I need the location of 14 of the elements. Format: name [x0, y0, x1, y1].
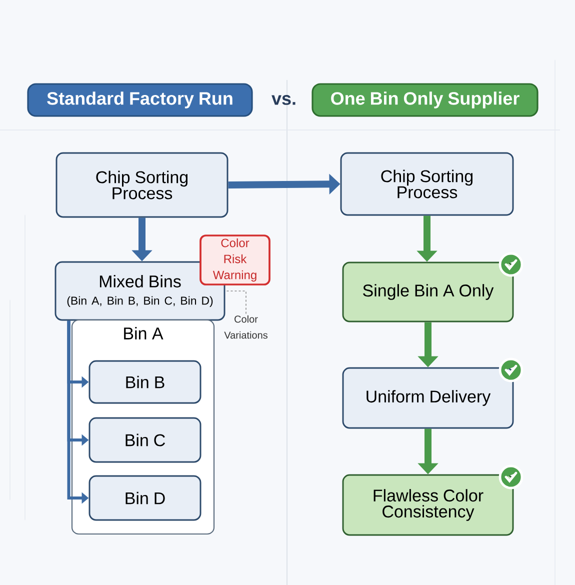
section-header: One Bin Only Supplier: [312, 83, 538, 117]
process-box: Bin B: [88, 360, 202, 404]
section-header: Standard Factory Run: [27, 83, 253, 117]
process-box: Bin C: [88, 417, 202, 463]
process-box: Single Bin A Only: [342, 262, 514, 322]
vs-label: vs.: [272, 95, 296, 105]
process-box: Chip Sorting Process: [340, 152, 514, 216]
process-box: Chip Sorting Process: [56, 152, 228, 218]
warning-box: Color Risk Warning: [200, 234, 270, 286]
process-box: Flawless Color Consistency: [342, 474, 514, 536]
callout-text: Color Variations: [224, 315, 268, 339]
process-box: Uniform Delivery: [342, 367, 514, 429]
process-box: Bin D: [88, 475, 202, 521]
leader-line: [224, 290, 246, 314]
